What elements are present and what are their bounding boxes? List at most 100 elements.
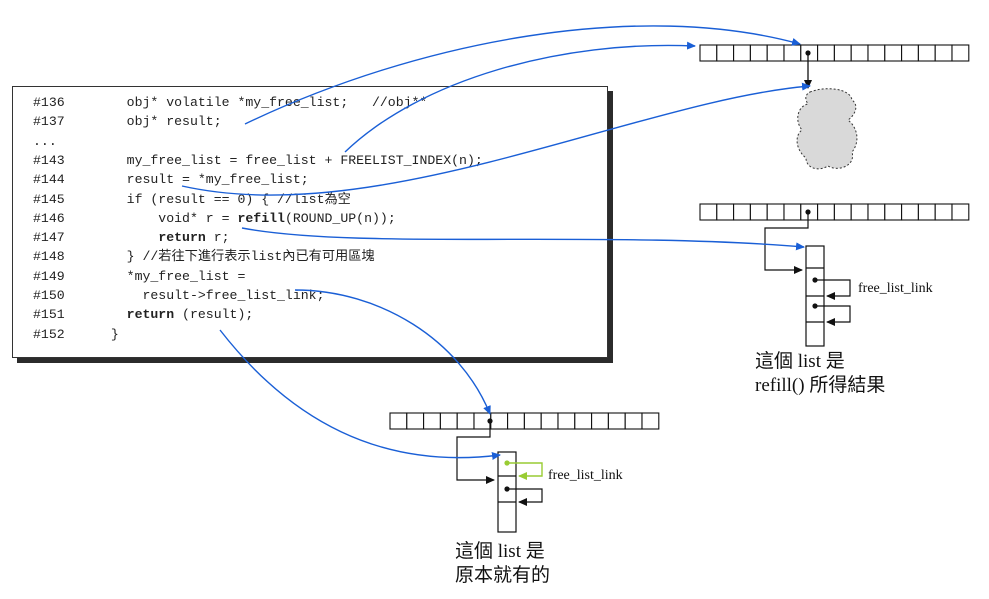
code-token: obj* volatile *my_free_list; //obj** bbox=[95, 95, 428, 110]
array-cell bbox=[934, 203, 953, 221]
array-cell bbox=[951, 203, 970, 221]
free-list-link-label-right: free_list_link bbox=[858, 281, 933, 296]
free-list-array-right bbox=[699, 203, 970, 221]
array-cell bbox=[833, 203, 852, 221]
code-line: #146 void* r = refill(ROUND_UP(n)); bbox=[33, 209, 396, 228]
code-token: r; bbox=[205, 230, 230, 246]
slot-pointer-top bbox=[804, 50, 812, 89]
array-cell bbox=[574, 412, 593, 430]
code-token: (result); bbox=[174, 307, 254, 323]
line-number: #148 bbox=[33, 249, 65, 265]
code-line: #147 return r; bbox=[33, 228, 230, 247]
code-token: obj* result; bbox=[95, 114, 222, 130]
free-list-link-label-bottom: free_list_link bbox=[548, 468, 623, 483]
array-cell bbox=[733, 203, 751, 221]
line-number: ... bbox=[33, 133, 57, 149]
code-token: my_free_list = free_list + FREELIST_INDE… bbox=[95, 152, 483, 168]
array-cell bbox=[867, 44, 886, 62]
array-cell bbox=[749, 203, 768, 221]
array-cell bbox=[456, 412, 475, 430]
caption-bottom-line-1: 這個 list 是 bbox=[455, 541, 545, 562]
array-cell bbox=[389, 412, 408, 430]
array-cell bbox=[490, 412, 509, 430]
array-cell bbox=[884, 44, 903, 62]
array-cell bbox=[641, 412, 660, 430]
code-line: #143 my_free_list = free_list + FREELIST… bbox=[33, 151, 483, 170]
caption-refill-result: 這個 list 是 refill() 所得結果 bbox=[755, 350, 885, 398]
array-cell bbox=[473, 412, 492, 430]
code-line: #148 } //若往下進行表示list內已有可用區塊 bbox=[33, 247, 375, 266]
refill-linked-list: free_list_link bbox=[764, 209, 933, 347]
code-token: void* r = bbox=[95, 210, 238, 226]
caption-right-line-1: 這個 list 是 bbox=[755, 351, 845, 372]
array-cell bbox=[901, 44, 919, 62]
array-cell bbox=[884, 203, 903, 221]
array-cell bbox=[850, 44, 869, 62]
array-cell bbox=[749, 44, 768, 62]
array-cell bbox=[557, 412, 576, 430]
array-cell bbox=[439, 412, 458, 430]
existing-linked-list: free_list_link bbox=[456, 418, 623, 533]
array-cell bbox=[766, 44, 785, 62]
line-number: #149 bbox=[33, 268, 65, 284]
array-cell bbox=[850, 203, 869, 221]
code-token: return bbox=[126, 307, 175, 323]
line-number: #143 bbox=[33, 152, 65, 168]
free-list-array-top bbox=[699, 44, 970, 62]
empty-list-cloud bbox=[796, 88, 858, 170]
array-cell bbox=[733, 44, 751, 62]
code-line: #150 result->free_list_link; bbox=[33, 286, 325, 305]
code-token bbox=[95, 307, 127, 322]
code-token: refill bbox=[237, 210, 285, 226]
array-cell bbox=[800, 44, 819, 62]
line-number: #144 bbox=[33, 172, 65, 188]
code-token: } bbox=[95, 326, 119, 342]
line-number: #136 bbox=[33, 95, 65, 110]
code-token: result->free_list_link; bbox=[95, 288, 325, 303]
array-cell bbox=[423, 412, 441, 430]
code-line: #152 } bbox=[33, 325, 119, 344]
code-line: #137 obj* result; bbox=[33, 112, 222, 131]
array-cell bbox=[867, 203, 886, 221]
code-token: *my_free_list = bbox=[95, 268, 246, 284]
array-cell bbox=[607, 412, 626, 430]
code-token: if (result == 0) { //list為空 bbox=[95, 191, 351, 207]
array-cell bbox=[523, 412, 542, 430]
caption-right-line-2: refill() 所得結果 bbox=[755, 375, 886, 396]
line-number: #150 bbox=[33, 288, 65, 303]
array-cell bbox=[901, 203, 919, 221]
array-cell bbox=[783, 203, 802, 221]
array-cell bbox=[817, 44, 835, 62]
array-cell bbox=[951, 44, 970, 62]
line-number: #152 bbox=[33, 326, 65, 342]
line-number: #146 bbox=[33, 210, 65, 226]
code-line: ... bbox=[33, 132, 95, 151]
array-cell bbox=[783, 44, 802, 62]
array-cell bbox=[507, 412, 525, 430]
caption-bottom-line-2: 原本就有的 bbox=[455, 565, 551, 586]
array-cell bbox=[800, 203, 819, 221]
array-cell bbox=[934, 44, 953, 62]
array-cell bbox=[817, 203, 835, 221]
free-list-array-bottom bbox=[389, 412, 660, 430]
array-cell bbox=[699, 203, 718, 221]
line-number: #147 bbox=[33, 230, 65, 246]
array-cell bbox=[716, 203, 735, 221]
line-number: #145 bbox=[33, 191, 65, 207]
array-cell bbox=[917, 44, 936, 62]
line-number: #151 bbox=[33, 307, 65, 323]
array-cell bbox=[624, 412, 643, 430]
caption-existing-list: 這個 list 是 原本就有的 bbox=[455, 540, 550, 588]
code-listing: #136 obj* volatile *my_free_list; //obj*… bbox=[12, 86, 608, 358]
line-number: #137 bbox=[33, 114, 65, 130]
code-line: #136 obj* volatile *my_free_list; //obj*… bbox=[33, 93, 427, 112]
code-token: result = *my_free_list; bbox=[95, 172, 309, 188]
array-cell bbox=[406, 412, 425, 430]
code-line: #144 result = *my_free_list; bbox=[33, 170, 309, 189]
code-token: (ROUND_UP(n)); bbox=[284, 210, 396, 226]
array-cell bbox=[699, 44, 718, 62]
array-cell bbox=[917, 203, 936, 221]
array-cell bbox=[833, 44, 852, 62]
code-line: #145 if (result == 0) { //list為空 bbox=[33, 190, 351, 209]
array-cell bbox=[766, 203, 785, 221]
